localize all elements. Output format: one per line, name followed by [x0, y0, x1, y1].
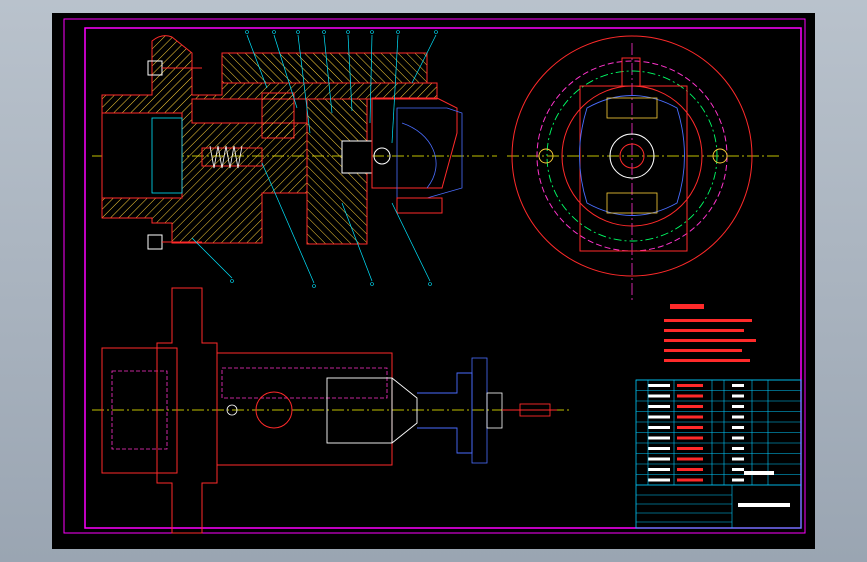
cell-code	[648, 478, 670, 482]
cell-code	[648, 394, 670, 398]
balloon-leader-icon	[230, 279, 234, 283]
leader-line	[191, 237, 233, 279]
leader-line	[391, 202, 431, 282]
balloon-leader-icon	[245, 30, 249, 34]
leader-line	[273, 34, 298, 109]
balloon-leader-icon	[322, 30, 326, 34]
note-line	[664, 319, 752, 322]
cell-code	[648, 468, 670, 471]
cell-name	[677, 384, 703, 387]
cell-qty	[732, 468, 744, 471]
cell-qty	[732, 447, 744, 450]
leader-line	[411, 34, 437, 84]
company-name	[744, 471, 774, 475]
cell-code	[648, 436, 670, 440]
balloon-leader-icon	[296, 30, 300, 34]
cell-code	[648, 426, 670, 429]
cell-code	[648, 415, 670, 419]
balloon-leader-icon	[396, 30, 400, 34]
leader-line	[246, 34, 268, 89]
cell-name	[677, 468, 703, 471]
front-section-view	[92, 35, 497, 250]
balloon-leader-icon	[370, 30, 374, 34]
outer-frame	[63, 18, 806, 534]
leader-line	[297, 34, 311, 134]
cell-qty	[732, 415, 744, 419]
leader-line	[261, 162, 315, 284]
leader-line	[369, 34, 373, 124]
cell-code	[648, 457, 670, 461]
cell-name	[677, 457, 703, 461]
callout-leaders	[191, 30, 438, 288]
cell-name	[677, 405, 703, 408]
technical-notes	[664, 304, 756, 362]
cell-qty	[732, 457, 744, 461]
cell-name	[677, 426, 703, 429]
drawing-sheet	[52, 13, 815, 549]
cell-name	[677, 394, 703, 398]
side-view	[507, 35, 782, 303]
leader-line	[341, 202, 373, 282]
note-line	[664, 349, 742, 352]
title-block	[635, 379, 802, 529]
cell-qty	[732, 384, 744, 387]
balloon-leader-icon	[370, 282, 374, 286]
cell-name	[677, 478, 703, 482]
note-line	[664, 359, 750, 362]
cell-name	[677, 436, 703, 440]
cell-qty	[732, 394, 744, 398]
leader-line	[323, 34, 333, 114]
balloon-leader-icon	[272, 30, 276, 34]
leader-line	[391, 34, 399, 144]
cell-code	[648, 384, 670, 387]
leader-line	[347, 34, 353, 112]
note-line	[664, 329, 744, 332]
cell-code	[648, 405, 670, 408]
cell-name	[677, 447, 703, 450]
cell-qty	[732, 426, 744, 429]
inner-frame	[84, 27, 802, 529]
balloon-leader-icon	[434, 30, 438, 34]
cell-qty	[732, 405, 744, 408]
cell-name	[677, 415, 703, 419]
balloon-leader-icon	[428, 282, 432, 286]
cell-qty	[732, 436, 744, 440]
cell-qty	[732, 478, 744, 482]
top-view	[92, 287, 572, 534]
cell-code	[648, 447, 670, 450]
note-line	[664, 339, 756, 342]
balloon-leader-icon	[346, 30, 350, 34]
balloon-leader-icon	[312, 284, 316, 288]
drawing-title	[738, 503, 790, 507]
